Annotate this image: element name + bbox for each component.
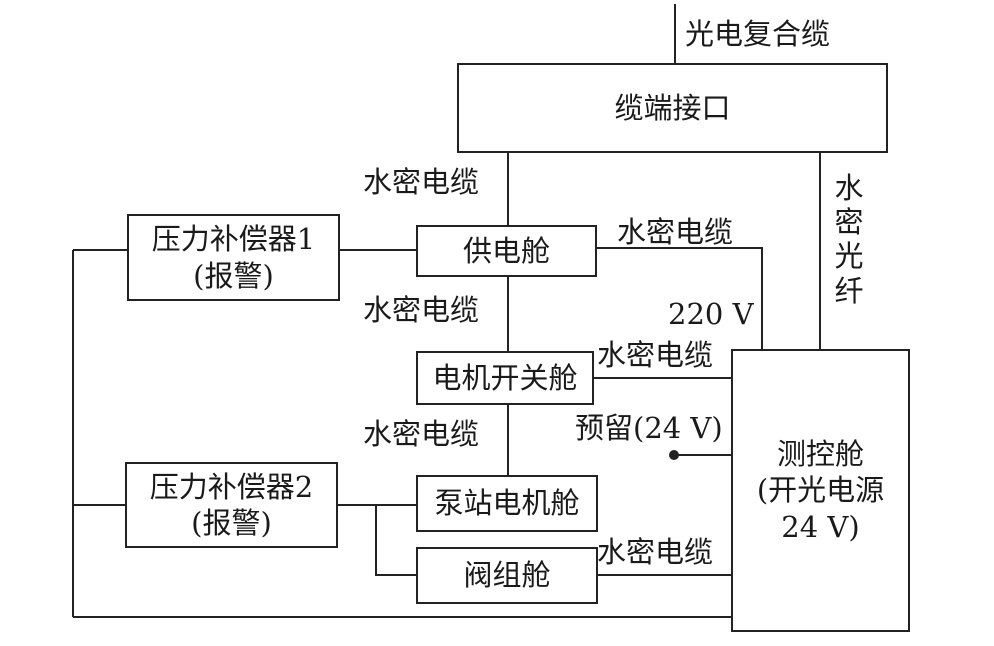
motor-switch-cabin-label: 电机开关舱 [432,360,578,395]
pump-motor-cabin-box: 泵站电机舱 [416,475,598,532]
cable-label-power-control: 水密电缆 [617,215,734,249]
fiber-char-3: 光 [834,239,864,274]
reserved-label: 预留(24 V) [575,411,723,445]
voltage-label: 220 V [668,297,754,331]
cable-label-motorswitch-pump: 水密电缆 [363,417,480,451]
compensator-2-box: 压力补偿器2 (报警) [125,462,338,548]
cable-interface-box: 缆端接口 [457,63,888,153]
fiber-char-2: 密 [834,205,864,240]
power-cabin-label: 供电舱 [462,233,550,268]
valve-cabin-label: 阀组舱 [463,558,551,593]
cable-label-power-motorswitch: 水密电缆 [363,293,480,327]
control-cabin-power-line1: (开光电源 [756,473,885,508]
power-cabin-box: 供电舱 [416,225,597,277]
cable-label-valve-control: 水密电缆 [597,535,714,569]
control-cabin-box: 测控舱 (开光电源 24 V) [731,349,910,632]
control-cabin-name: 测控舱 [776,437,864,472]
fiber-char-1: 水 [834,171,864,205]
comp2-valve-line [375,505,416,576]
compensator-1-name: 压力补偿器1 [151,222,316,257]
compensator-2-alarm: (报警) [191,506,272,540]
composite-cable-label: 光电复合缆 [685,17,831,51]
fiber-label: 水 密 光 纤 [833,171,865,308]
compensator-1-alarm: (报警) [193,258,274,293]
control-cabin-power-line2: 24 V) [781,509,860,544]
power-control-line [596,247,763,350]
compensator-2-name: 压力补偿器2 [149,469,314,504]
pump-motor-cabin-label: 泵站电机舱 [434,486,580,521]
reserved-terminal-dot [669,450,679,460]
compensator-1-box: 压力补偿器1 (报警) [127,214,340,301]
cable-interface-label: 缆端接口 [614,90,731,125]
motor-switch-cabin-box: 电机开关舱 [416,351,594,405]
valve-cabin-box: 阀组舱 [416,547,598,604]
cable-label-motorswitch-control: 水密电缆 [597,338,714,372]
cable-label-iface-power: 水密电缆 [363,165,480,199]
fiber-char-4: 纤 [834,273,864,308]
